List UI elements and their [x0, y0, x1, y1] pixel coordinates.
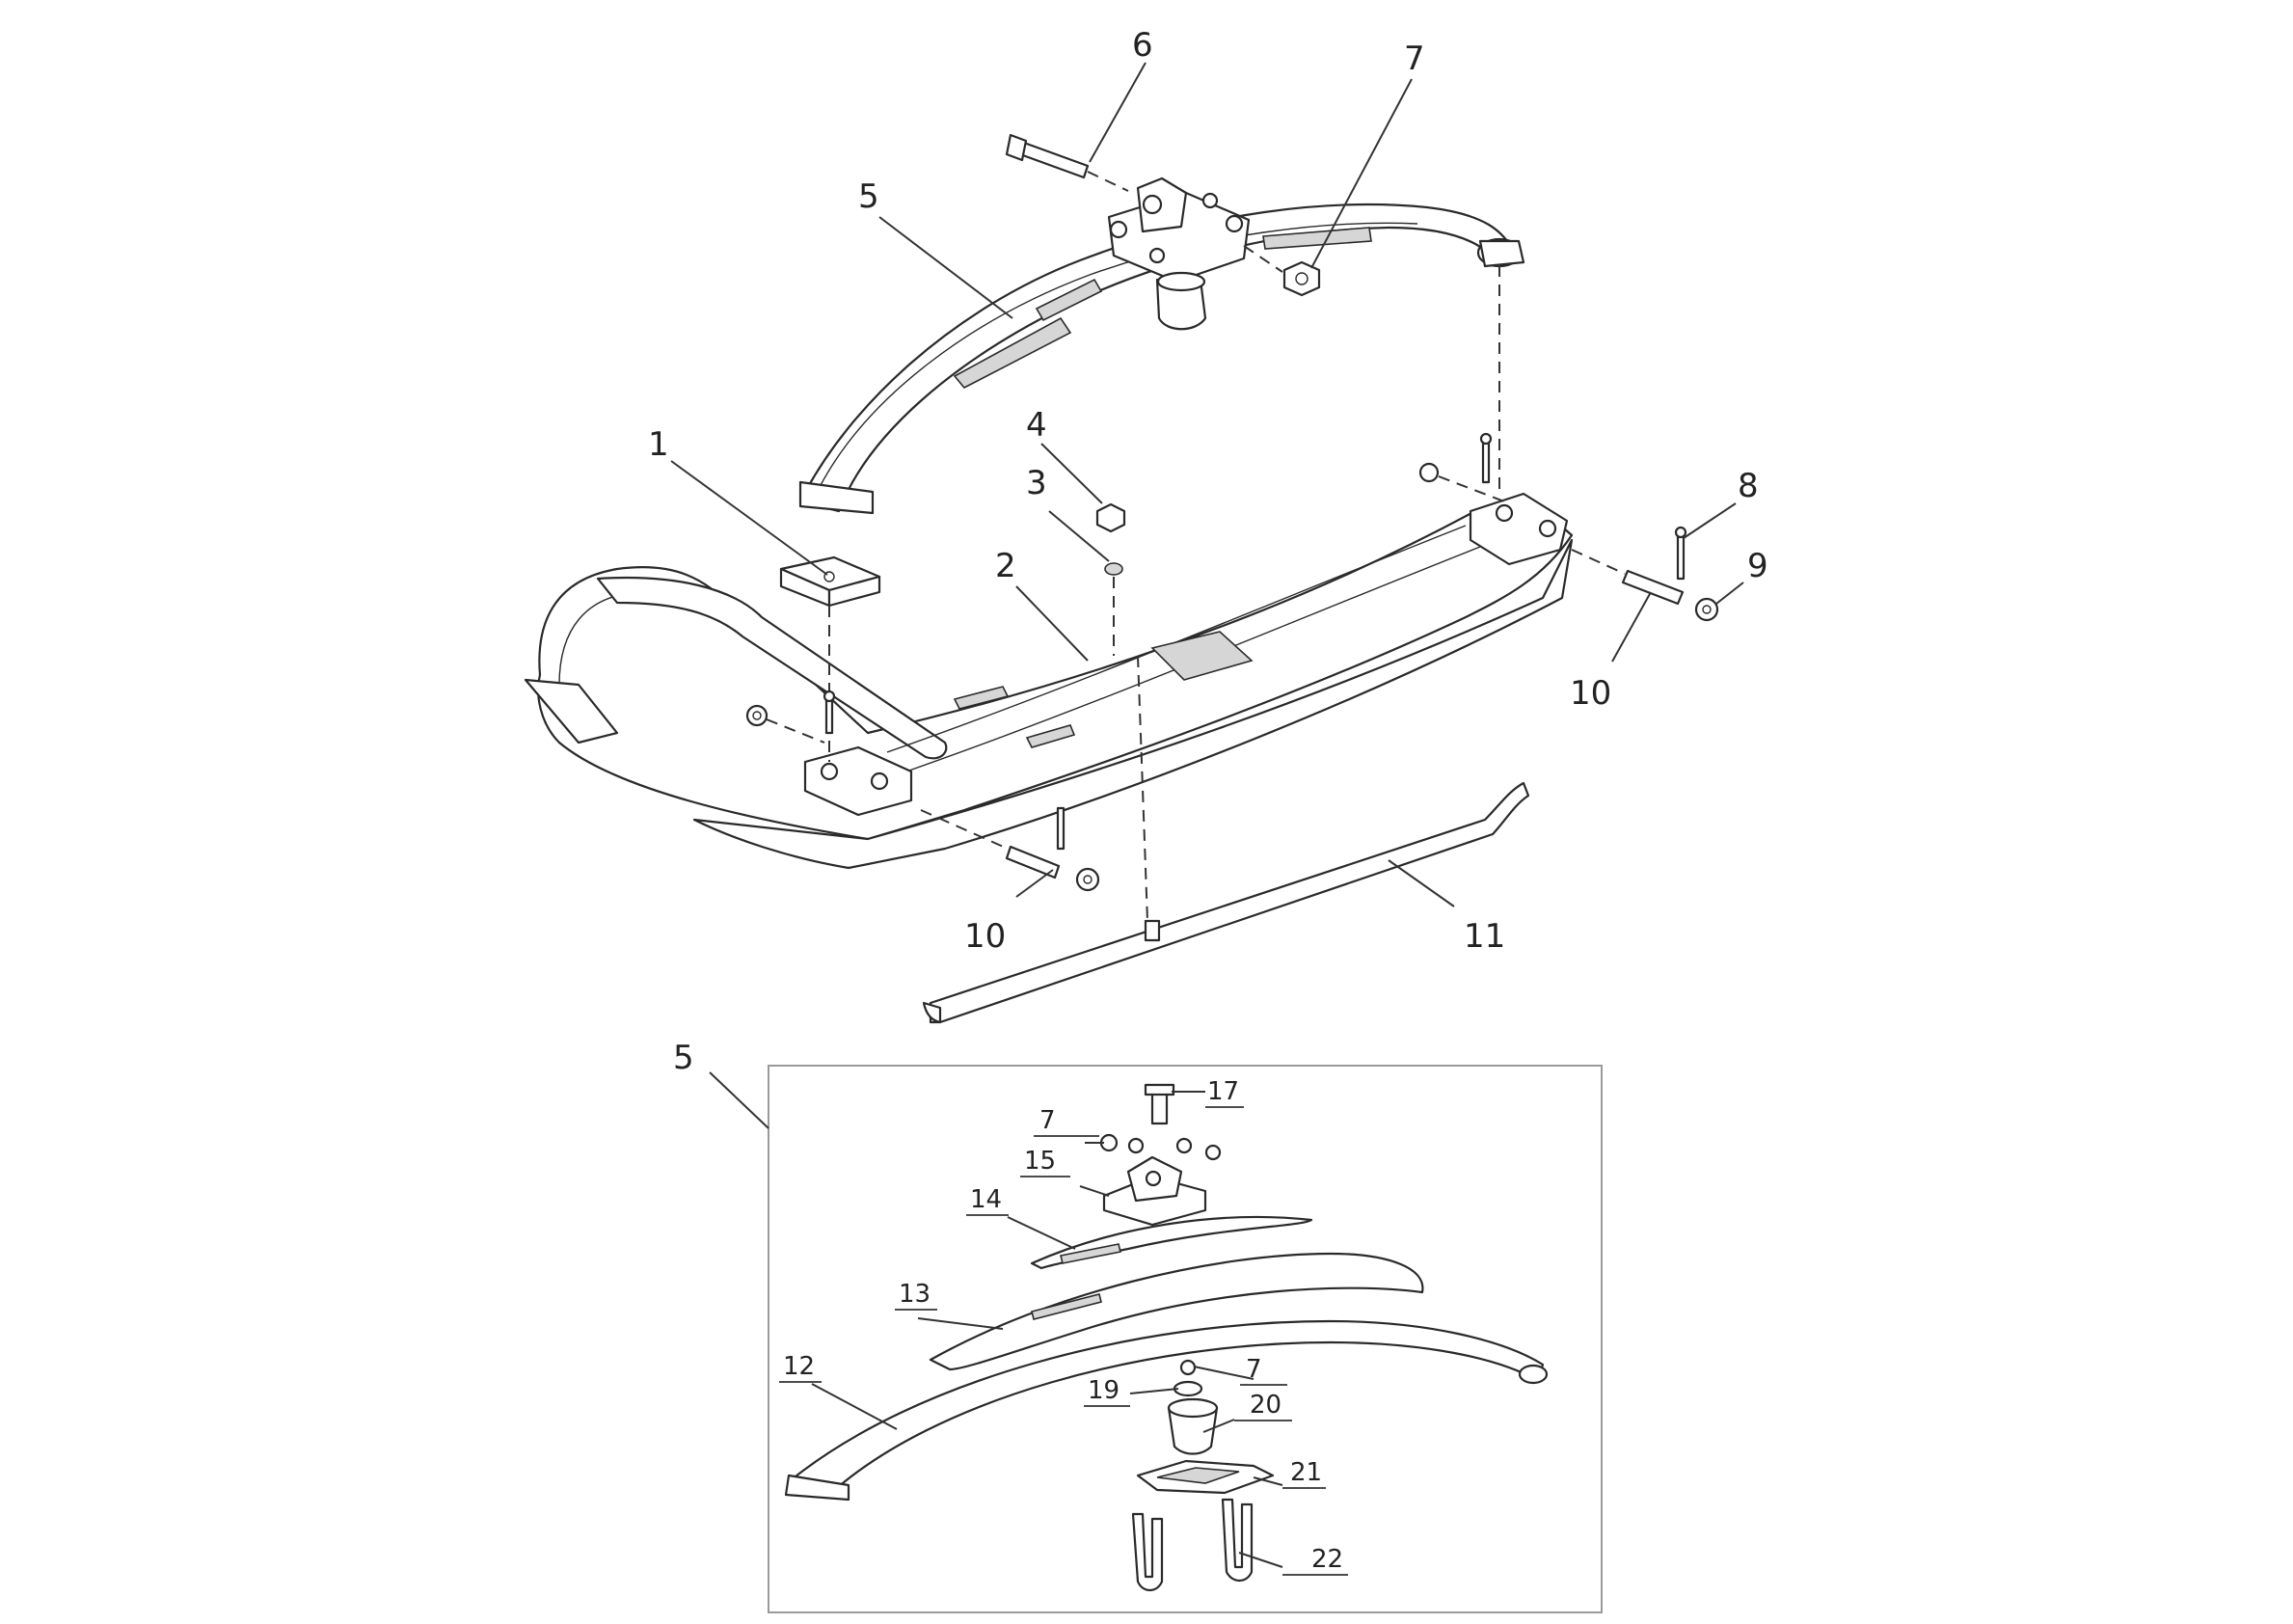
callout-15: 15	[1024, 1147, 1056, 1176]
callout-12: 12	[783, 1352, 815, 1381]
nut-7	[1243, 245, 1321, 297]
inset-mount-15	[1102, 1155, 1207, 1227]
callout-5-top: 5	[858, 177, 879, 216]
callout-9: 9	[1747, 547, 1768, 585]
ski-body	[524, 492, 1574, 870]
washer-9	[1694, 597, 1719, 622]
callout-10-left: 10	[964, 917, 1006, 956]
inset-nut-7-lower	[1179, 1359, 1197, 1376]
nut-4	[1095, 502, 1126, 533]
inset-bolt-17	[1144, 1083, 1175, 1125]
callout-11: 11	[1464, 917, 1505, 956]
inset-washer-19	[1173, 1380, 1203, 1397]
callout-3: 3	[1026, 464, 1047, 502]
inset-nuts-7	[1099, 1133, 1222, 1161]
inset-leaf-13	[929, 1252, 1424, 1371]
callout-6: 6	[1132, 26, 1153, 65]
callout-7-inset-a: 7	[1039, 1106, 1056, 1135]
callout-4: 4	[1026, 406, 1047, 445]
callout-1: 1	[648, 425, 669, 464]
bolt-6	[1005, 133, 1129, 192]
callout-13: 13	[899, 1280, 931, 1309]
callout-21: 21	[1290, 1458, 1322, 1487]
callout-10-right: 10	[1570, 674, 1611, 713]
callout-7-inset-b: 7	[1246, 1355, 1262, 1384]
callout-7-top: 7	[1404, 40, 1425, 78]
washer-rear-left	[1418, 462, 1505, 502]
callout-17: 17	[1207, 1077, 1239, 1106]
pin-front	[823, 690, 836, 735]
callout-14: 14	[970, 1185, 1002, 1214]
callout-8: 8	[1738, 467, 1759, 505]
clip-1	[779, 555, 881, 762]
callout-5-inset: 5	[673, 1039, 694, 1077]
bolt-10-rear	[1571, 549, 1685, 606]
pin-rear-top	[1479, 432, 1493, 484]
callout-22: 22	[1311, 1545, 1343, 1574]
callout-20: 20	[1250, 1391, 1281, 1420]
callout-2: 2	[995, 547, 1016, 585]
pin-8	[1674, 526, 1687, 581]
callout-19: 19	[1088, 1376, 1120, 1405]
wear-bar-11	[922, 655, 1530, 1024]
inset-u-bolts-22	[1131, 1498, 1254, 1592]
leader-lines	[670, 62, 1744, 1568]
leaf-spring-assembly	[798, 176, 1525, 515]
bolt-10-front	[920, 806, 1100, 892]
inset-plate-21	[1136, 1459, 1275, 1495]
washer-3	[1104, 562, 1123, 656]
inset-bushing-20	[1167, 1397, 1219, 1455]
inset-leaf-12	[784, 1319, 1549, 1502]
inset-leaf-14	[1030, 1215, 1313, 1270]
inset-exploded-spring	[768, 1065, 1603, 1613]
washer-front	[745, 704, 825, 744]
